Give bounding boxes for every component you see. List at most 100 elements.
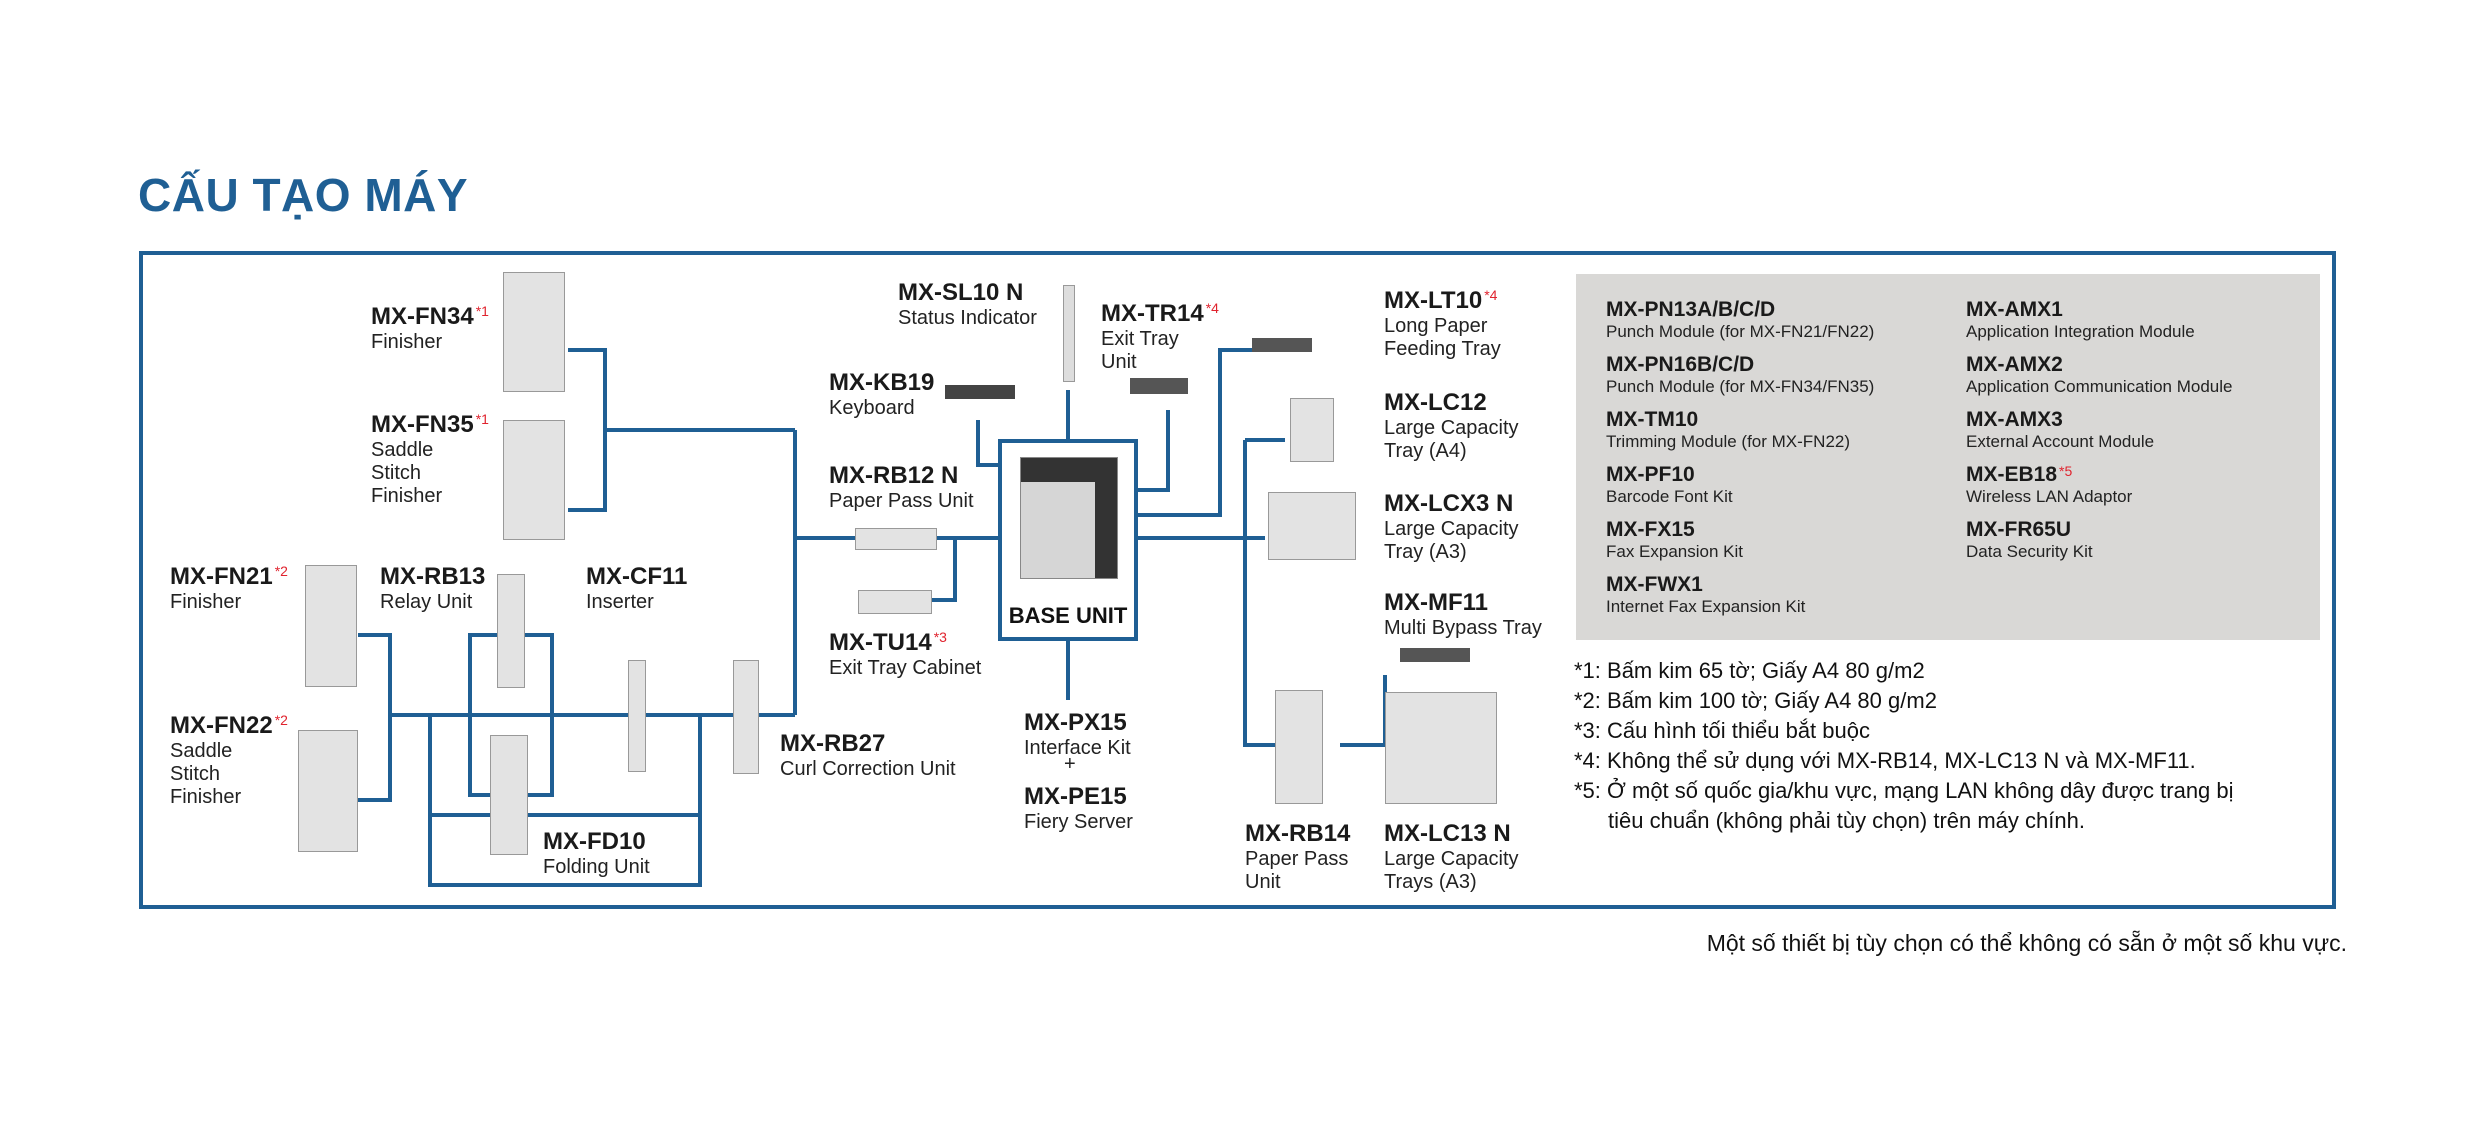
long-paper-tray-image [1252,338,1312,352]
base-unit-label: BASE UNIT [1008,603,1128,628]
option-desc: Wireless LAN Adaptor [1966,487,2133,507]
rb12-desc: Paper Pass Unit [829,489,974,512]
exit-tray-image [1130,378,1188,394]
label-rb12: MX-RB12 N Paper Pass Unit [829,462,974,513]
rb14-image [1275,690,1323,804]
lt10-code: MX-LT10 [1384,287,1483,314]
label-fd10: MX-FD10 Folding Unit [543,828,650,879]
option-item: MX-EB18*5 Wireless LAN Adaptor [1966,463,2132,507]
label-tr14: MX-TR14*4 Exit Tray Unit [1101,300,1219,374]
px15-desc: Interface Kit [1024,736,1131,759]
cf11-code: MX-CF11 [586,563,688,590]
option-item: MX-AMX2 Application Communication Module [1966,353,2232,397]
fn35-desc-1: Saddle [371,438,434,461]
fn34-code: MX-FN34 [371,303,474,330]
label-px15: MX-PX15 Interface Kit [1024,709,1131,760]
pe15-code: MX-PE15 [1024,783,1127,810]
disclaimer: Một số thiết bị tùy chọn có thể không có… [1706,930,2347,956]
footnote: *2: Bấm kim 100 tờ; Giấy A4 80 g/m2 [1574,688,1937,713]
rb13-code: MX-RB13 [380,563,486,590]
finisher-fn35-image [503,420,565,540]
option-desc: Application Communication Module [1966,377,2233,397]
option-code: MX-TM10 [1606,408,1699,431]
label-rb27: MX-RB27 Curl Correction Unit [780,730,956,781]
fn35-code: MX-FN35 [371,411,474,438]
finisher-fn21-image [305,565,357,687]
option-code: MX-FR65U [1966,518,2072,541]
label-rb14: MX-RB14 Paper Pass Unit [1245,820,1350,894]
label-cf11: MX-CF11 Inserter [586,563,687,614]
lc13-image [1385,692,1497,804]
option-code: MX-PN13A/B/C/D [1606,298,1776,321]
lt10-desc-1: Long Paper [1384,314,1488,337]
option-item: MX-AMX1 Application Integration Module [1966,298,2195,342]
fn22-desc-3: Finisher [170,785,242,808]
option-code: MX-PF10 [1606,463,1695,486]
tu14-code: MX-TU14 [829,629,932,656]
label-lt10: MX-LT10*4 Long Paper Feeding Tray [1384,287,1501,361]
label-tu14: MX-TU14*3 Exit Tray Cabinet [829,629,981,680]
mf11-desc: Multi Bypass Tray [1384,616,1542,639]
footnotes: *1: Bấm kim 65 tờ; Giấy A4 80 g/m2 *2: B… [1574,656,2234,836]
option-code: MX-AMX2 [1966,353,2063,376]
option-note: *5 [2059,463,2073,479]
tu14-note: *3 [933,629,947,645]
status-indicator-image [1063,285,1075,382]
tr14-desc-2: Unit [1101,350,1137,373]
relay-unit-image [497,574,525,688]
fn22-code: MX-FN22 [170,712,273,739]
base-unit-machine-image [1020,457,1118,579]
fn21-desc: Finisher [170,590,242,613]
rb27-desc: Curl Correction Unit [780,757,956,780]
sl10-code: MX-SL10 N [898,279,1024,306]
lc13-desc-1: Large Capacity [1384,847,1519,870]
rb12-code: MX-RB12 N [829,462,959,489]
exit-tray-cabinet-image [858,590,932,614]
label-fn35: MX-FN35*1 Saddle Stitch Finisher [371,411,489,508]
lc13-desc-2: Trays (A3) [1384,870,1477,893]
lt10-desc-2: Feeding Tray [1384,337,1501,360]
lc13-code: MX-LC13 N [1384,820,1511,847]
fd10-code: MX-FD10 [543,828,646,855]
option-desc: Fax Expansion Kit [1606,542,1744,562]
option-item: MX-PN13A/B/C/D Punch Module (for MX-FN21… [1606,298,1874,342]
label-rb13: MX-RB13 Relay Unit [380,563,485,614]
option-code: MX-AMX3 [1966,408,2063,431]
folding-unit-image [490,735,528,855]
label-sl10: MX-SL10 N Status Indicator [898,279,1037,330]
option-item: MX-FR65U Data Security Kit [1966,518,2093,562]
mf11-code: MX-MF11 [1384,589,1489,616]
keyboard-image [945,385,1015,399]
sl10-desc: Status Indicator [898,306,1037,329]
label-pe15: MX-PE15 Fiery Server [1024,783,1133,834]
tr14-note: *4 [1205,300,1219,316]
rb14-code: MX-RB14 [1245,820,1351,847]
option-desc: Punch Module (for MX-FN21/FN22) [1606,322,1875,342]
curl-correction-image [733,660,759,774]
tr14-code: MX-TR14 [1101,300,1204,327]
fn22-desc-2: Stitch [170,762,221,785]
footnote: *4: Không thể sử dụng với MX-RB14, MX-LC… [1574,748,2196,773]
finisher-fn34-image [503,272,565,392]
option-desc: Barcode Font Kit [1606,487,1733,507]
lcx3-code: MX-LCX3 N [1384,490,1514,517]
lc12-image [1290,398,1334,462]
page-title: CẤU TẠO MÁY [138,169,469,221]
option-desc: Internet Fax Expansion Kit [1606,597,1806,617]
fn34-note: *1 [475,303,489,319]
footnote: *3: Cấu hình tối thiểu bắt buộc [1574,718,1870,743]
option-item: MX-AMX3 External Account Module [1966,408,2154,452]
label-fn21: MX-FN21*2 Finisher [170,563,288,614]
options-panel: MX-PN13A/B/C/D Punch Module (for MX-FN21… [1576,274,2320,640]
option-item: MX-FX15 Fax Expansion Kit [1606,518,1743,562]
lcx3-desc-1: Large Capacity [1384,517,1519,540]
fd10-desc: Folding Unit [543,855,650,878]
label-lc13: MX-LC13 N Large Capacity Trays (A3) [1384,820,1519,894]
fn34-desc: Finisher [371,330,443,353]
lt10-note: *4 [1484,287,1498,303]
lcx3-desc-2: Tray (A3) [1384,540,1467,563]
pe15-desc: Fiery Server [1024,810,1133,833]
lc12-code: MX-LC12 [1384,389,1487,416]
option-desc: External Account Module [1966,432,2155,452]
kb19-code: MX-KB19 [829,369,935,396]
